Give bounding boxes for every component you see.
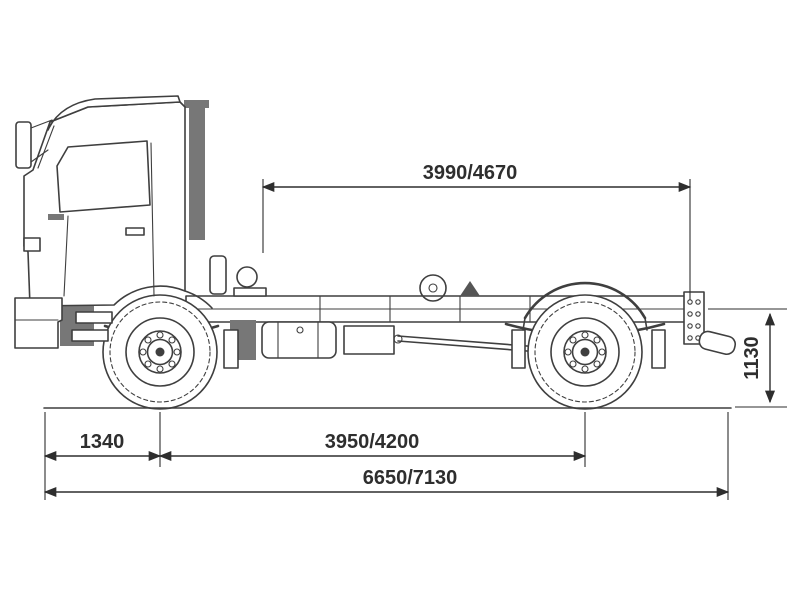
mounting-ring bbox=[419, 274, 447, 302]
rear-wheel-arch bbox=[522, 281, 648, 331]
cab-step-upper bbox=[75, 311, 113, 324]
dimension-label-rear-height: 1130 bbox=[741, 336, 763, 379]
rear-wheel bbox=[527, 294, 643, 410]
cab-step-lower bbox=[71, 329, 109, 342]
cab bbox=[14, 95, 213, 349]
tow-hitch bbox=[698, 330, 737, 356]
headlight bbox=[23, 237, 41, 252]
dimension-overall-length: 6650/7130 bbox=[43, 412, 730, 500]
dimension-label-front-overhang: 1340 bbox=[80, 431, 125, 453]
dimension-front-overhang: 1340 bbox=[43, 412, 162, 500]
front-wheel bbox=[102, 294, 218, 410]
dimension-top-span: 3990/4670 bbox=[261, 162, 692, 300]
dimension-label-wheelbase: 3950/4200 bbox=[325, 431, 420, 453]
air-tank bbox=[209, 255, 227, 295]
warning-triangle-icon bbox=[460, 281, 480, 296]
dimension-rear-height: 1130 bbox=[708, 308, 787, 408]
rear-front-mudflap bbox=[511, 329, 526, 369]
rear-crossmember bbox=[683, 291, 705, 345]
fuel-tank bbox=[261, 321, 337, 359]
brand-badge bbox=[48, 214, 64, 220]
dimension-label-top-span: 3990/4670 bbox=[423, 162, 518, 184]
dimension-wheelbase: 3950/4200 bbox=[158, 412, 587, 467]
front-mudflap bbox=[223, 329, 239, 369]
dimension-annotations: 3990/4670 1130 1340 3950/4200 bbox=[43, 162, 787, 500]
side-window bbox=[56, 140, 151, 213]
rear-back-mudflap bbox=[651, 329, 666, 369]
battery-box bbox=[343, 325, 395, 355]
side-mirror bbox=[15, 119, 53, 169]
intake-stack bbox=[184, 100, 209, 240]
front-bumper bbox=[14, 297, 63, 349]
door-handle bbox=[125, 227, 145, 236]
dimension-label-overall-length: 6650/7130 bbox=[363, 467, 458, 489]
air-filter bbox=[236, 266, 258, 288]
